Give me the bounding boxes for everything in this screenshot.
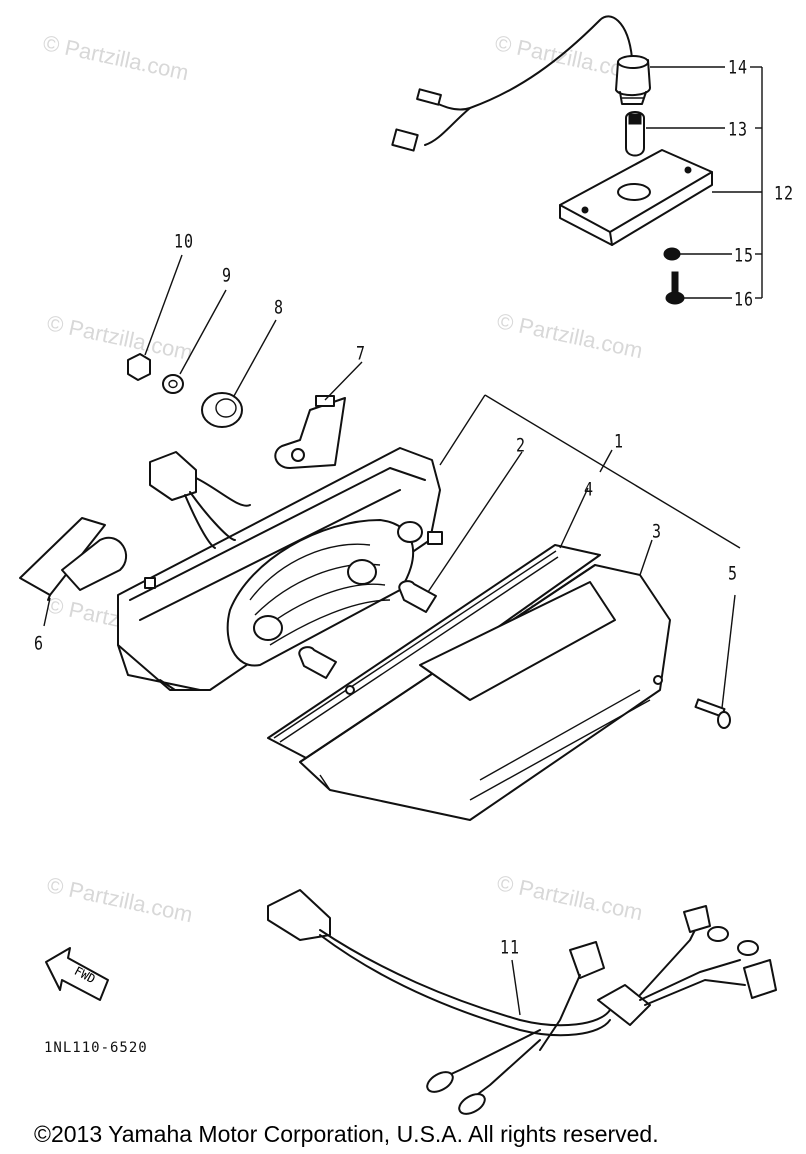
callout-16: 16	[734, 287, 755, 311]
screw-16	[665, 271, 685, 305]
grommet-8	[201, 319, 277, 428]
lens-3	[299, 539, 671, 821]
nut-10	[127, 254, 183, 381]
tail-light-base	[117, 447, 443, 691]
callout-1: 1	[614, 429, 625, 453]
wire-harness-11	[267, 889, 777, 1115]
callout-4: 4	[584, 477, 595, 501]
callout-7: 7	[356, 341, 367, 365]
drawing-code: 1NL110-6520	[44, 1040, 148, 1056]
callout-13: 13	[728, 117, 749, 141]
callout-5: 5	[728, 561, 739, 585]
gasket-4	[267, 487, 601, 761]
screw-5	[694, 594, 736, 729]
leader-lines-license	[646, 66, 763, 299]
bulb-13	[625, 111, 645, 157]
nut-15	[663, 247, 681, 261]
copyright-notice: ©2013 Yamaha Motor Corporation, U.S.A. A…	[34, 1121, 659, 1147]
license-light-cover-12	[559, 149, 713, 246]
callout-2: 2	[516, 433, 527, 457]
callout-6: 6	[34, 631, 45, 655]
bracket-7	[274, 361, 363, 469]
leader-group-1	[439, 394, 741, 549]
callout-14: 14	[728, 55, 749, 79]
reflector-6	[19, 517, 127, 627]
callout-15: 15	[734, 243, 755, 267]
washer-9	[162, 289, 227, 394]
callout-10: 10	[174, 229, 195, 253]
callout-3: 3	[652, 519, 663, 543]
socket-14	[615, 55, 651, 105]
callout-9: 9	[222, 263, 233, 287]
fwd-arrow-icon	[45, 947, 109, 1001]
callout-8: 8	[274, 295, 285, 319]
callout-11: 11	[500, 935, 521, 959]
base-connector	[149, 451, 251, 549]
callout-12: 12	[774, 181, 795, 205]
license-light-cord	[391, 15, 633, 152]
bulb-2	[298, 451, 523, 679]
